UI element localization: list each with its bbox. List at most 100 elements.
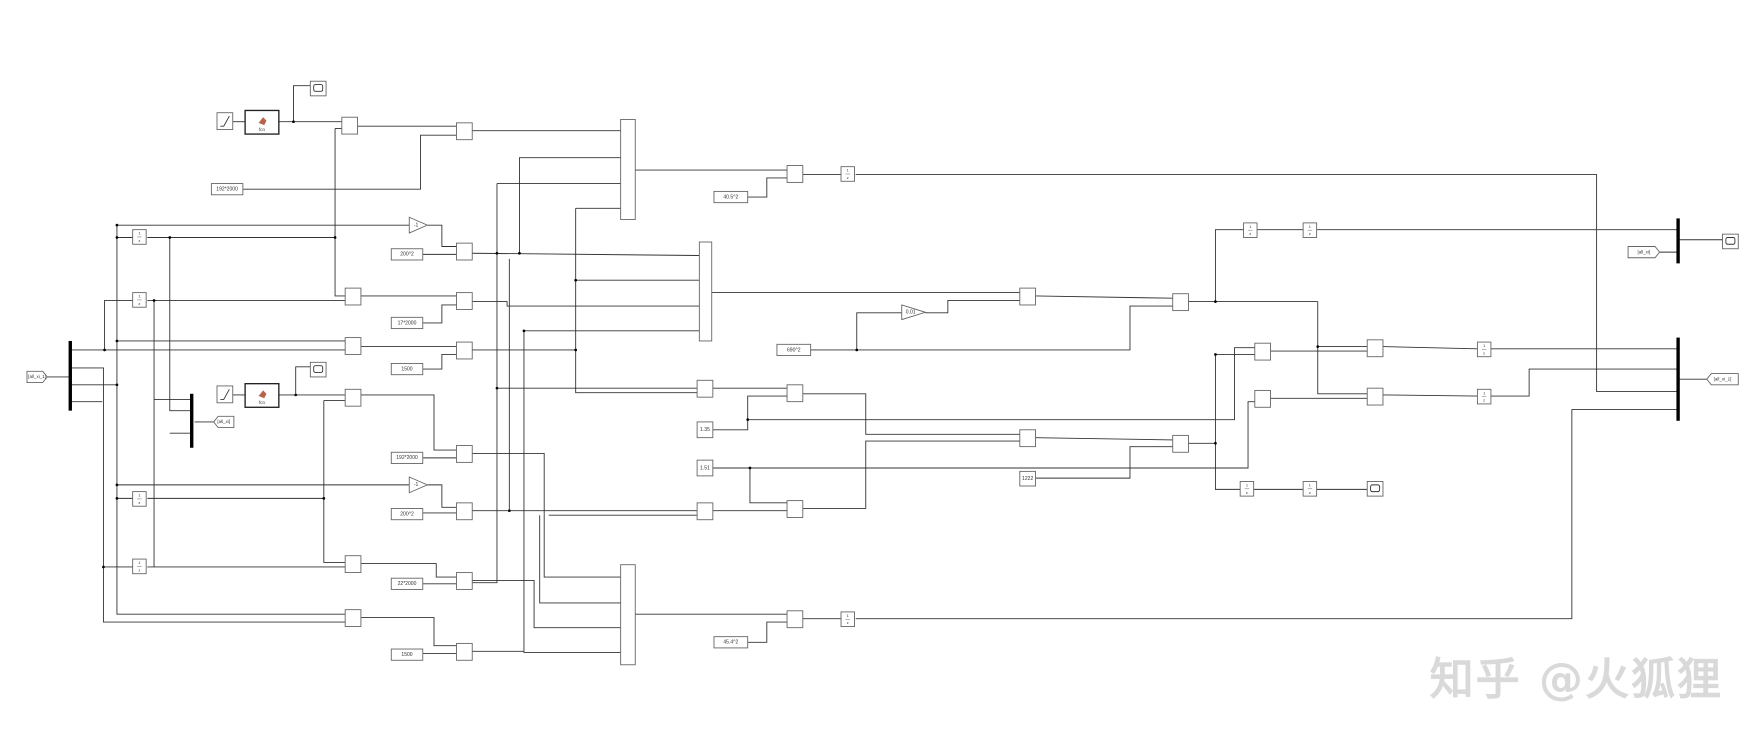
branch-point: [292, 120, 295, 124]
scope-block[interactable]: [1366, 481, 1384, 497]
constant-block[interactable]: 45.4^2: [713, 636, 749, 649]
product-block[interactable]: [786, 384, 804, 403]
bus-mux-bar[interactable]: [68, 340, 72, 411]
branch-point: [152, 299, 156, 302]
matlab-function-block[interactable]: fcn: [244, 109, 280, 135]
constant-block[interactable]: 1.51: [696, 459, 714, 477]
product-block[interactable]: [1172, 434, 1189, 453]
product-block[interactable]: [1019, 287, 1036, 306]
unit-delay-block[interactable]: 1z: [132, 558, 147, 575]
scope-block[interactable]: [309, 361, 327, 378]
product-block[interactable]: [1254, 342, 1271, 361]
mux-block[interactable]: [620, 119, 636, 220]
constant-value: 200^2: [400, 511, 414, 517]
constant-block[interactable]: 200^2: [390, 248, 424, 261]
product-block[interactable]: [344, 287, 362, 306]
from-tag-all-xi-1[interactable]: [all_xi_1]: [26, 370, 48, 384]
ramp-block[interactable]: [216, 112, 234, 131]
product-block[interactable]: [456, 341, 473, 360]
product-block[interactable]: [1172, 293, 1189, 312]
constant-block[interactable]: 200^2: [390, 508, 424, 521]
constant-block[interactable]: 22*2000: [390, 577, 424, 590]
matlab-function-block[interactable]: fcn: [244, 383, 280, 408]
constant-block[interactable]: 1222: [1019, 470, 1036, 487]
product-block[interactable]: [456, 502, 473, 521]
product-block[interactable]: [456, 292, 473, 310]
constant-block[interactable]: 1500: [390, 648, 424, 661]
unit-delay-numerator: 1: [138, 493, 140, 498]
bus-mux-bar[interactable]: [190, 393, 194, 448]
unit-delay-block[interactable]: 1z: [132, 229, 147, 245]
product-block[interactable]: [786, 165, 804, 183]
product-block[interactable]: [696, 379, 714, 398]
unit-delay-block[interactable]: 1z: [1476, 341, 1492, 358]
fcn-label: fcn: [259, 127, 265, 132]
product-block[interactable]: [1366, 387, 1384, 406]
constant-block[interactable]: 690^2: [776, 343, 812, 357]
signal-line: [242, 134, 457, 190]
unit-delay-block[interactable]: 1z: [1302, 222, 1318, 238]
unit-delay-block[interactable]: 1z: [1243, 222, 1258, 238]
constant-block[interactable]: 1500: [390, 362, 424, 376]
product-block[interactable]: [1254, 389, 1271, 408]
signal-line: [1035, 295, 1173, 299]
product-block[interactable]: [456, 242, 473, 261]
from-tag-all-xi[interactable]: [all_xi]: [1627, 246, 1661, 259]
product-block[interactable]: [341, 116, 358, 135]
product-block[interactable]: [786, 500, 804, 518]
unit-delay-numerator: 1: [1309, 482, 1311, 487]
gain-value: -1: [414, 482, 419, 488]
constant-block[interactable]: 40.5^2: [713, 190, 749, 204]
product-block[interactable]: [456, 642, 473, 661]
constant-block[interactable]: 192*2000: [210, 183, 244, 196]
signal-line: [295, 366, 311, 395]
bus-mux-bar[interactable]: [1676, 218, 1680, 264]
product-block[interactable]: [344, 337, 362, 355]
branch-point: [1316, 345, 1320, 348]
product-block[interactable]: [344, 609, 362, 627]
scope-block[interactable]: [1722, 233, 1739, 250]
product-block[interactable]: [456, 445, 473, 463]
gain-block[interactable]: -1: [408, 476, 429, 494]
unit-delay-block[interactable]: 1z: [132, 491, 147, 507]
gain-block[interactable]: -1: [408, 216, 429, 234]
product-block[interactable]: [1019, 429, 1036, 448]
unit-delay-block[interactable]: 1z: [1239, 481, 1255, 497]
branch-point: [522, 329, 526, 333]
constant-value: 192*2000: [396, 455, 418, 461]
constant-block[interactable]: 192*2000: [390, 451, 424, 464]
signal-line: [70, 367, 346, 623]
product-block[interactable]: [696, 502, 714, 521]
signal-line: [116, 225, 346, 615]
unit-delay-numerator: 1: [847, 168, 849, 173]
unit-delay-denominator: z: [1483, 350, 1485, 355]
product-block[interactable]: [344, 555, 362, 574]
signal-line: [802, 393, 1020, 435]
unit-delay-denominator: z: [1246, 490, 1248, 495]
product-block[interactable]: [1366, 339, 1384, 358]
goto-tag-all-xi-1[interactable]: [all_xi_1]: [1706, 373, 1739, 386]
unit-delay-block[interactable]: 1z: [1302, 481, 1318, 497]
unit-delay-block[interactable]: 1z: [840, 611, 855, 627]
product-block[interactable]: [456, 572, 473, 590]
unit-delay-block[interactable]: 1z: [1476, 388, 1492, 405]
mux-block[interactable]: [698, 241, 713, 342]
scope-block[interactable]: [309, 80, 327, 97]
product-block[interactable]: [456, 122, 473, 141]
gain-block[interactable]: 0.01: [901, 304, 927, 321]
constant-block[interactable]: 1.35: [696, 421, 714, 439]
product-block[interactable]: [786, 610, 804, 629]
bus-mux-bar[interactable]: [1676, 337, 1680, 421]
signal-line: [749, 468, 788, 504]
branch-point: [103, 348, 106, 352]
goto-tag-all-xi[interactable]: [all_xi]: [213, 415, 235, 428]
constant-value: 1500: [401, 652, 412, 658]
ramp-block[interactable]: [216, 385, 234, 404]
constant-block[interactable]: 17*2000: [390, 316, 424, 330]
unit-delay-block[interactable]: 1z: [132, 292, 147, 308]
signal-line: [1382, 394, 1478, 397]
product-block[interactable]: [344, 388, 362, 407]
signal-line: [293, 85, 311, 122]
mux-block[interactable]: [620, 564, 636, 666]
unit-delay-block[interactable]: 1z: [840, 166, 855, 182]
